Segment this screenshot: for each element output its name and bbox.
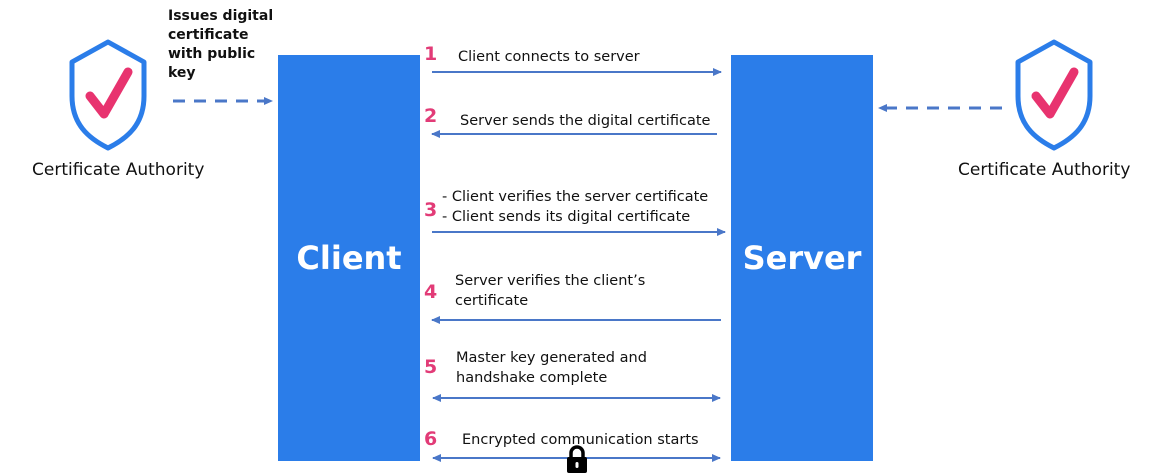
step-3-text-line2: - Client sends its digital certificate — [442, 209, 691, 225]
step-2-number: 2 — [424, 105, 438, 127]
step-5-number: 5 — [424, 356, 438, 378]
step-5-text-line1: Master key generated and — [456, 350, 647, 366]
check-icon — [1031, 67, 1079, 119]
step-4-text-line1: Server verifies the client’s — [455, 273, 646, 289]
step-4-text-line2: certificate — [455, 293, 529, 309]
step-6-text: Encrypted communication starts — [462, 432, 699, 448]
step-4-number: 4 — [424, 281, 438, 303]
client-column: Client — [278, 55, 420, 461]
step-2-text: Server sends the digital certificate — [460, 113, 711, 129]
left-ca-shield-icon — [69, 39, 147, 151]
lock-icon — [567, 445, 587, 473]
server-label: Server — [742, 239, 862, 277]
step-6-number: 6 — [424, 428, 438, 450]
left-ca-note-line: Issues digital — [168, 8, 274, 24]
check-icon — [85, 67, 133, 119]
step-1-text: Client connects to server — [458, 49, 640, 65]
left-ca-note-line: with public — [168, 46, 256, 62]
right-ca-shield-icon — [1015, 39, 1093, 151]
left-ca-note: Issues digital certificate with public k… — [168, 7, 273, 83]
step-3-text-line1: - Client verifies the server certificate — [442, 189, 709, 205]
server-column: Server — [731, 55, 873, 461]
step-3-number: 3 — [424, 199, 438, 221]
right-ca-label: Certificate Authority — [958, 160, 1131, 180]
client-label: Client — [296, 239, 402, 277]
step-1-number: 1 — [424, 43, 438, 65]
step-5-text-line2: handshake complete — [456, 370, 608, 386]
left-ca-label: Certificate Authority — [32, 160, 205, 180]
left-ca-note-line: certificate — [168, 27, 249, 43]
left-ca-note-line: key — [168, 65, 196, 81]
